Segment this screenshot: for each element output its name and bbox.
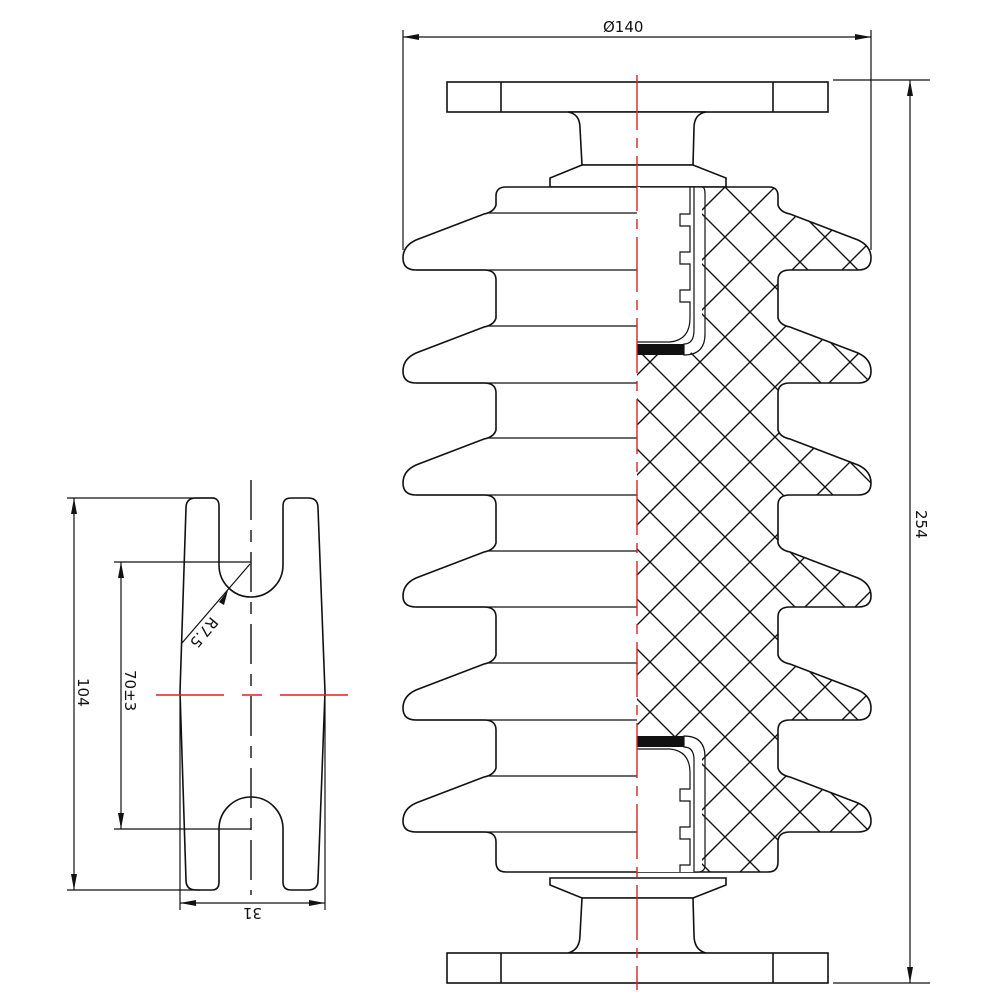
lower-cavity: [637, 735, 706, 873]
slot-spacing-dimension: 70±3: [114, 561, 251, 830]
main-insulator-view: Ø140 254: [402, 18, 930, 990]
side-height-label: 104: [74, 678, 92, 707]
slot-spacing-label: 70±3: [121, 670, 139, 711]
side-view-body: [179, 497, 326, 891]
side-height-dimension: 104: [67, 497, 215, 891]
upper-gasket: [637, 344, 684, 355]
lower-gasket: [637, 736, 684, 747]
section-hatch: [637, 187, 871, 872]
height-dimension: 254: [833, 79, 930, 984]
side-width-label: 31: [243, 904, 262, 922]
side-width-dimension: 31: [179, 700, 326, 922]
shed-lines: [416, 212, 637, 833]
upper-cavity: [637, 186, 706, 356]
side-view: 104 70±3 R7.5 31: [67, 480, 348, 922]
diameter-label: Ø140: [603, 18, 643, 36]
bottom-cap-bevel: [549, 877, 727, 899]
diameter-dimension: Ø140: [402, 18, 872, 250]
height-label: 254: [912, 510, 930, 539]
top-cap-bevel: [549, 164, 727, 188]
